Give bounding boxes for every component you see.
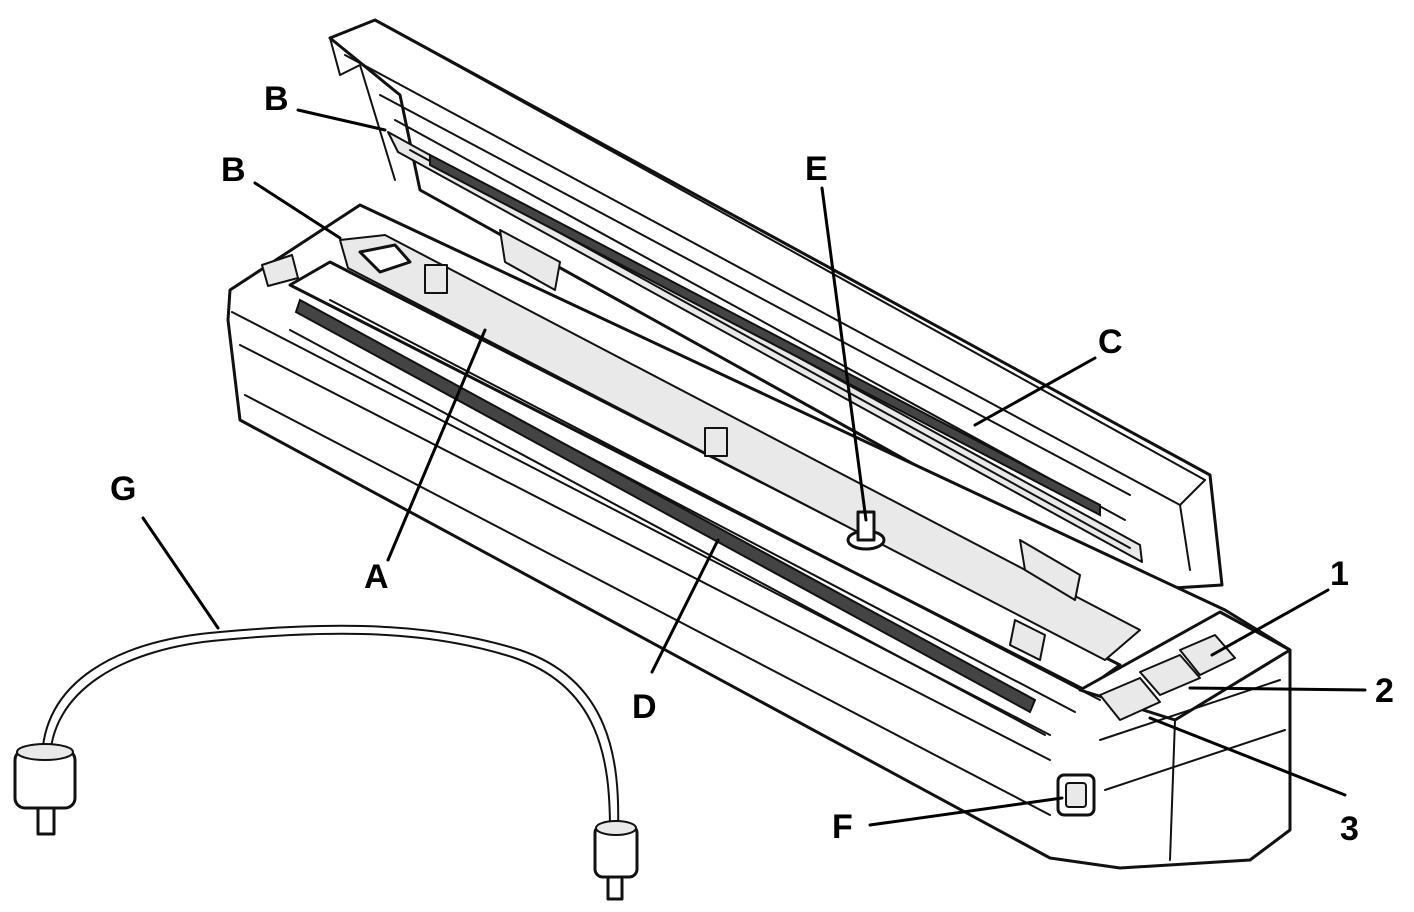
leader-d (650, 538, 720, 674)
leader-e (820, 186, 868, 522)
leader-b-lower (253, 181, 342, 240)
tab-middle (704, 427, 728, 457)
clip-left (499, 229, 561, 291)
vacuum-chamber-opening (358, 243, 412, 274)
hose-connector-left (13, 743, 77, 836)
lid-seal-strip (429, 153, 1101, 517)
accessory-hose (13, 624, 639, 901)
leader-3 (1148, 716, 1347, 797)
lid (328, 18, 1224, 592)
button-3-shape (1099, 677, 1161, 721)
leader-lines (141, 108, 1367, 827)
leader-g (141, 516, 220, 630)
leader-1 (1210, 588, 1330, 657)
label-button-3: 3 (1340, 810, 1359, 848)
clip-right (1019, 539, 1081, 601)
tab-left (424, 264, 448, 294)
button-1-shape (1179, 634, 1236, 676)
label-b-lower: B (221, 151, 246, 189)
hose-connector-right (593, 820, 639, 901)
sealing-bar (294, 298, 1037, 714)
leader-c (973, 356, 1097, 427)
label-e: E (805, 150, 828, 188)
label-button-1: 1 (1330, 555, 1349, 593)
button-2-shape (1139, 654, 1201, 696)
label-b-upper: B (264, 80, 289, 118)
leader-f (868, 796, 1064, 827)
label-g: G (110, 470, 136, 508)
label-f: F (832, 808, 853, 846)
leader-b-upper (296, 108, 387, 132)
label-button-2: 2 (1375, 672, 1394, 710)
leader-a (386, 328, 487, 562)
callout-labels: B B E C G A 1 2 D 3 F (110, 80, 1394, 848)
label-a: A (364, 558, 389, 596)
leader-2 (1188, 686, 1367, 692)
label-d: D (632, 688, 657, 726)
label-c: C (1098, 323, 1123, 361)
lower-gasket (339, 234, 1141, 661)
